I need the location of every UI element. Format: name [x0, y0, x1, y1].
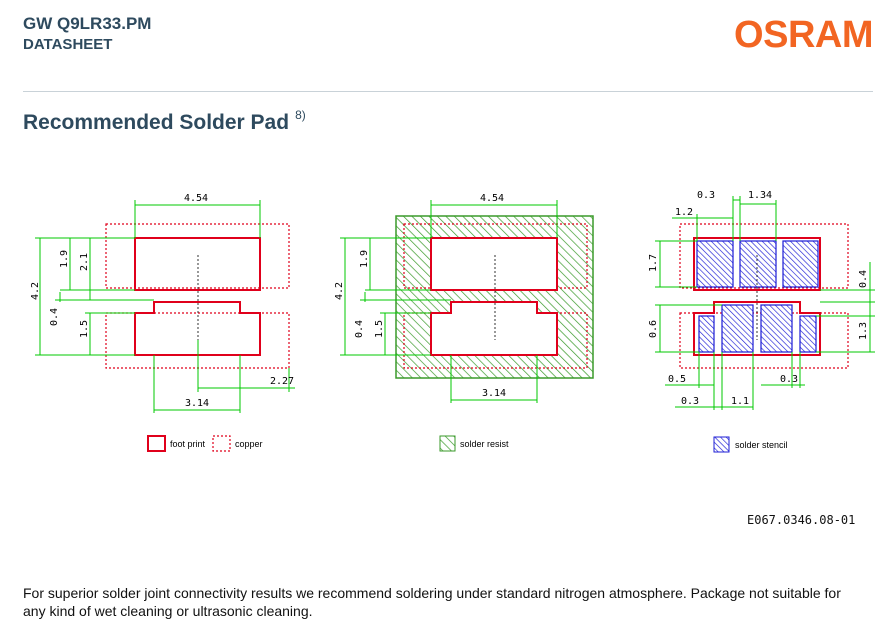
legend-resist-swatch [439, 435, 456, 452]
resist-opening-top [430, 237, 558, 291]
dim-lower: 1.5 [79, 320, 90, 338]
stencil-aperture [696, 240, 734, 288]
resist-opening-bottom [430, 301, 558, 356]
product-name: GW Q9LR33.PM [23, 14, 152, 33]
drawing-code: E067.0346.08-01 [747, 513, 856, 527]
copper-outline-top [679, 223, 849, 289]
dim-bottom-width: 3.14 [185, 398, 209, 409]
dim-d2: 1.34 [748, 190, 772, 201]
osram-logo: OSRAM [734, 14, 873, 56]
dim-top-width: 4.54 [184, 193, 208, 204]
copper-outline-top [105, 223, 290, 289]
dim-d1: 0.3 [697, 190, 715, 201]
dim-h1: 1.9 [359, 250, 370, 268]
dim-b2: 0.3 [780, 374, 798, 385]
legend-resist-label: solder resist [460, 439, 509, 449]
dim-b1: 0.5 [668, 374, 686, 385]
dim-h-top: 1.7 [648, 254, 659, 272]
dim-h-low: 0.6 [648, 320, 659, 338]
stencil-aperture [782, 240, 819, 288]
stencil-aperture [721, 304, 754, 353]
footer-note: For superior solder joint connectivity r… [23, 585, 841, 619]
dim-gap: 0.4 [49, 308, 60, 326]
section-title-text: Recommended Solder Pad [23, 111, 290, 134]
dim-d3: 1.2 [675, 207, 693, 218]
legend-copper-label: copper [235, 439, 263, 449]
document-type: DATASHEET [23, 36, 113, 53]
dim-top-width: 4.54 [480, 193, 504, 204]
footnote-marker: 8) [295, 108, 306, 122]
footprint-pad-top [134, 237, 261, 291]
stencil-aperture [799, 315, 817, 353]
stencil-aperture [760, 304, 793, 353]
dim-b4: 1.1 [731, 396, 749, 407]
dim-total-height: 4.2 [30, 282, 41, 300]
footprint-pad-bottom [693, 301, 821, 356]
dim-gap: 0.4 [354, 320, 365, 338]
footprint-pad-top [693, 237, 821, 291]
dim-offset: 2.27 [270, 376, 294, 387]
legend-stencil-swatch [713, 436, 730, 453]
solder-stencil-figure: 0.3 1.34 1.2 1.7 0.4 0.6 1.3 0.5 0.3 0.3… [648, 190, 875, 453]
header-divider [23, 91, 873, 92]
footprint-figure: 4.54 4.2 1.9 2.1 0.4 1.5 2.27 3.14 foot … [30, 193, 295, 452]
section-title: Recommended Solder Pad 8) [23, 108, 306, 135]
dim-total-height: 4.2 [334, 282, 345, 300]
dim-bottom-width: 3.14 [482, 388, 506, 399]
copper-outline-top [403, 223, 588, 289]
copper-outline-bottom [403, 312, 588, 369]
legend-footprint-swatch [147, 435, 166, 452]
legend-stencil-label: solder stencil [735, 440, 788, 450]
dim-h2: 2.1 [79, 253, 90, 271]
stencil-aperture [698, 315, 715, 353]
dim-b3: 0.3 [681, 396, 699, 407]
dim-gap-right: 0.4 [858, 270, 869, 288]
footprint-pad-bottom [134, 301, 261, 356]
dim-h-right: 1.3 [858, 322, 869, 340]
legend-footprint-label: foot print [170, 439, 206, 449]
dim-lower: 1.5 [374, 320, 385, 338]
solder-resist-figure: 4.54 4.2 1.9 0.4 1.5 3.14 solder resist [334, 193, 594, 452]
stencil-aperture [739, 240, 777, 288]
dim-h1: 1.9 [59, 250, 70, 268]
legend-copper-swatch [212, 435, 231, 452]
